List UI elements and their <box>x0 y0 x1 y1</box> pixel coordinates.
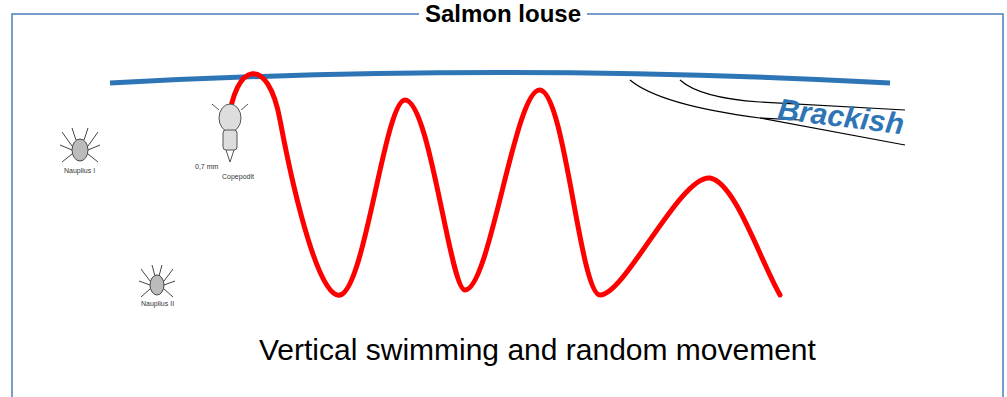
nauplius-figure <box>139 265 175 297</box>
caption: Vertical swimming and random movement <box>259 333 816 367</box>
brackish-boundary <box>630 80 800 120</box>
frame <box>12 14 1003 397</box>
water-surface <box>110 73 890 84</box>
stage-label: Nauplius II <box>141 300 174 308</box>
stage-label: Copepodit <box>222 173 254 181</box>
swim-path <box>228 74 780 296</box>
title: Salmon louse <box>419 1 587 27</box>
region-label: Brackish <box>776 92 906 141</box>
dimension: 0,7 mm <box>195 163 218 171</box>
nauplius-figure <box>60 128 100 162</box>
stage-label: Nauplius I <box>64 167 95 175</box>
copepodite-figure <box>212 104 248 162</box>
